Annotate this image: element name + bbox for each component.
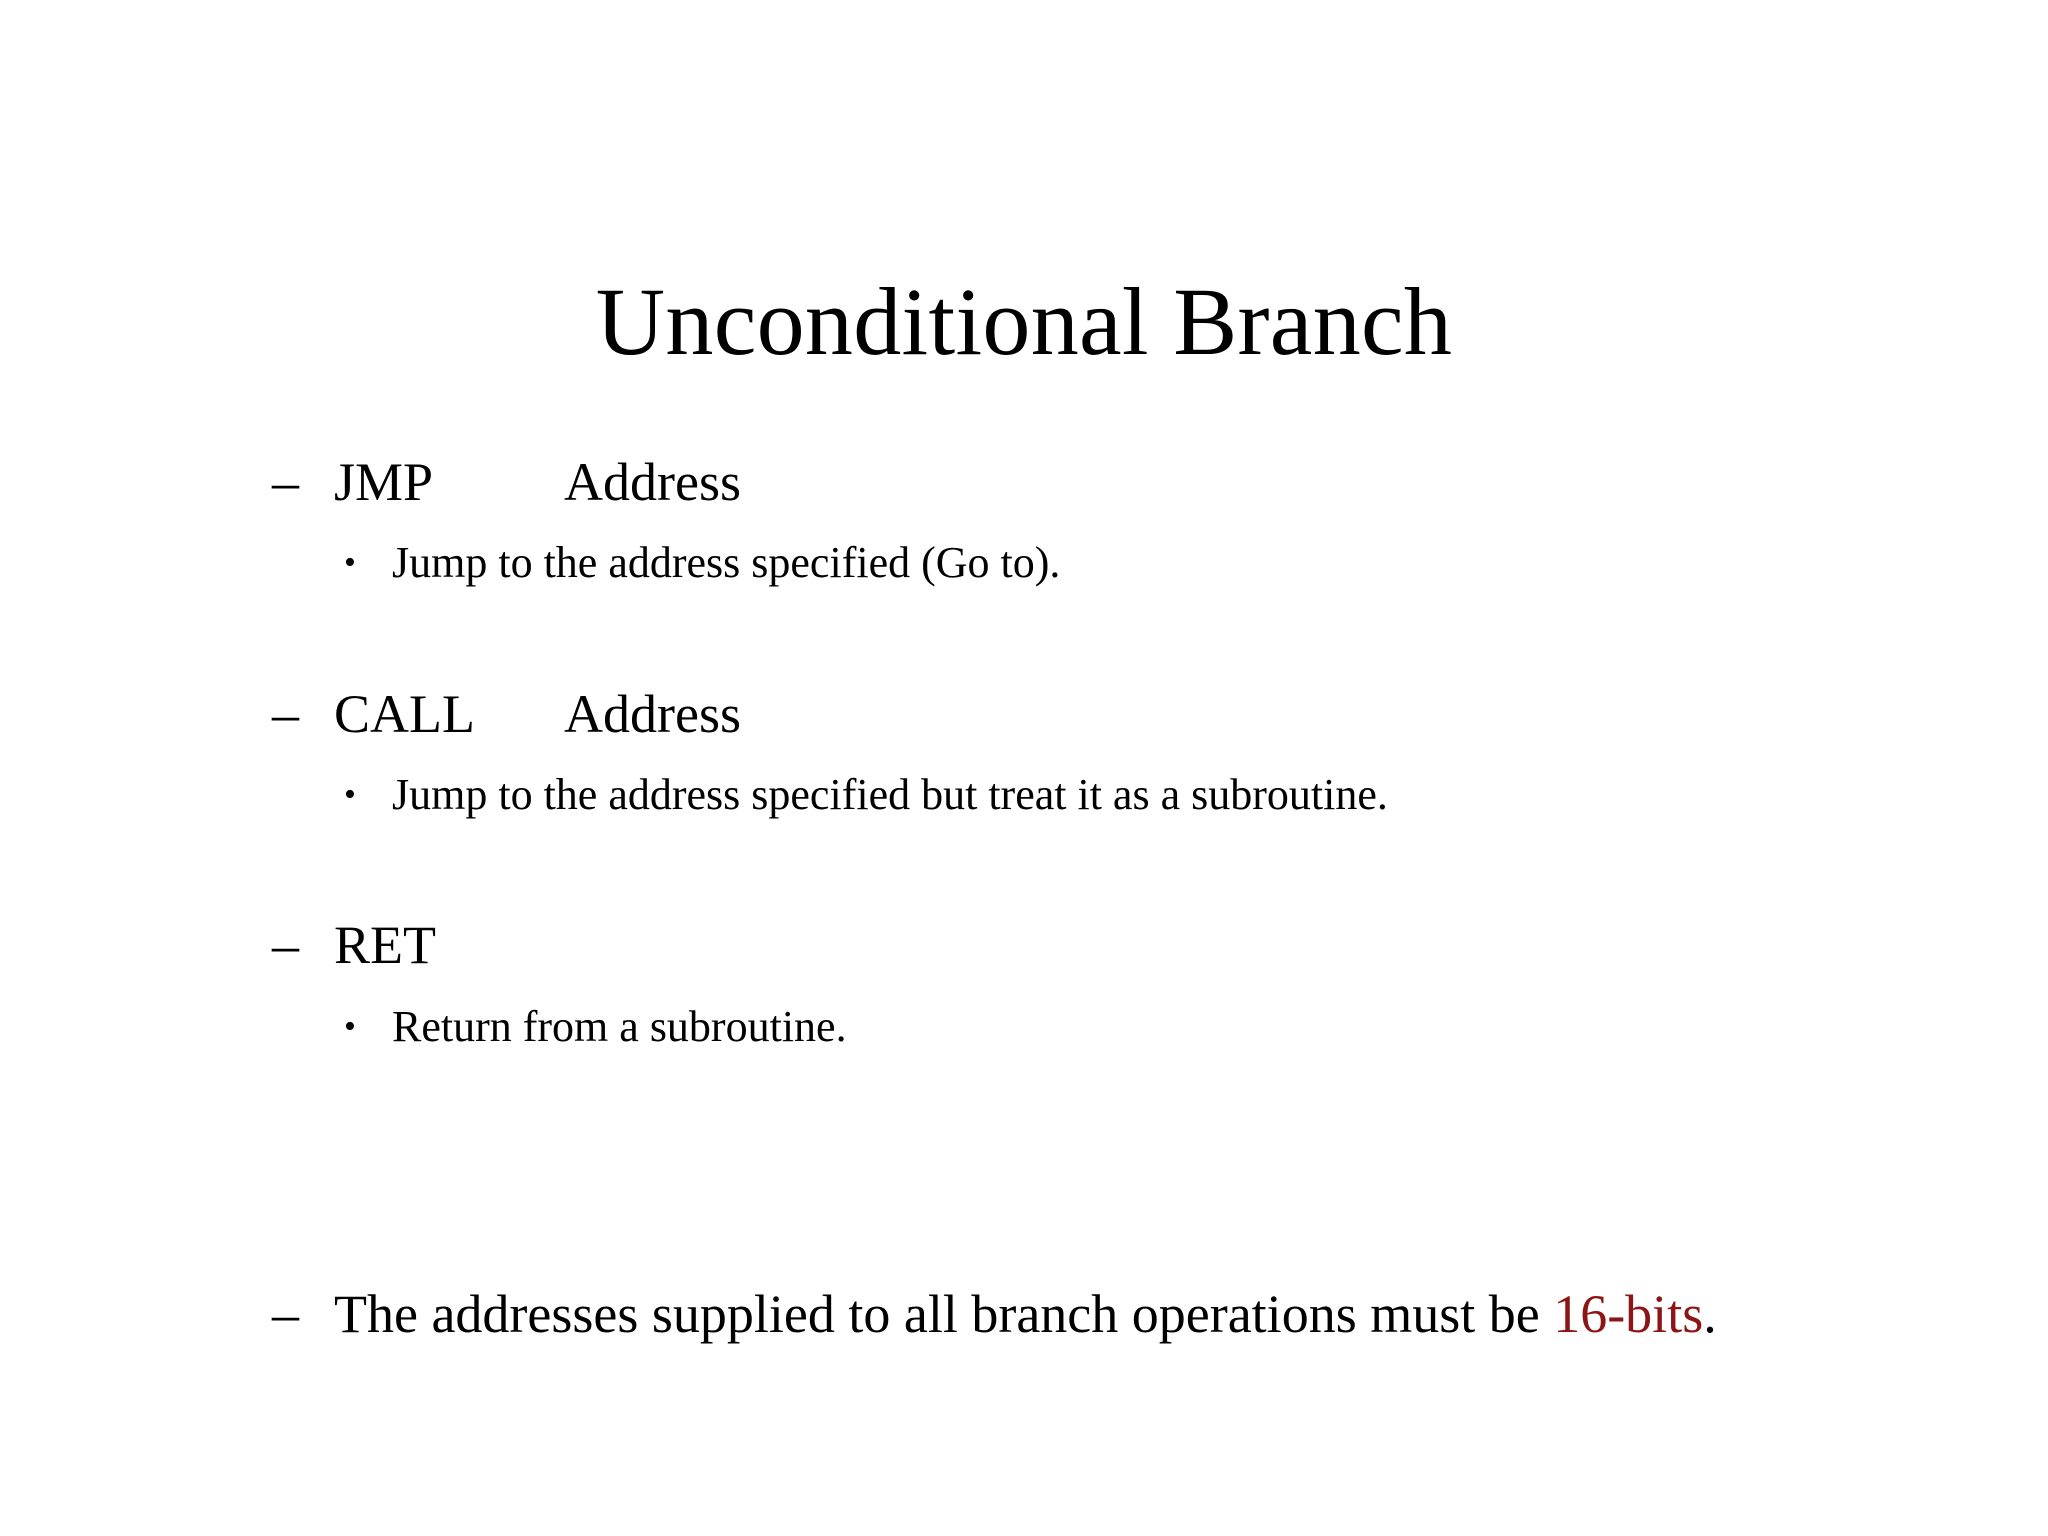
dash-bullet-icon: – [272,452,299,512]
instruction-group-jmp: – JMP Address • Jump to the address speci… [272,452,1972,588]
group-spacer [272,588,1972,684]
closing-highlight-16bits: 16-bits [1553,1284,1704,1345]
instruction-heading-text: CALL Address [334,684,741,744]
dash-bullet-icon: – [272,1284,299,1345]
instruction-detail-text: Jump to the address specified (Go to). [392,538,1061,588]
round-bullet-icon: • [344,544,356,582]
instruction-detail-call: • Jump to the address specified but trea… [344,770,1972,819]
closing-note-line: – The addresses supplied to all branch o… [272,1283,1972,1347]
instruction-operand: Address [564,452,741,512]
instruction-heading-text: RET [334,915,564,975]
instruction-heading-text: JMP Address [334,452,741,512]
instruction-detail-text: Return from a subroutine. [392,1001,847,1051]
page-title: Unconditional Branch [595,268,1453,376]
dash-bullet-icon: – [272,915,299,976]
instruction-operand: Address [564,683,741,744]
instruction-group-ret: – RET • Return from a subroutine. [272,915,1972,1051]
round-bullet-icon: • [344,776,356,814]
slide-body: – JMP Address • Jump to the address speci… [272,452,1972,1347]
round-bullet-icon: • [344,1007,356,1045]
instruction-keyword: CALL [334,683,475,744]
instruction-heading-jmp: – JMP Address [272,452,1972,512]
instruction-heading-call: – CALL Address [272,684,1972,744]
closing-trailing-period: . [1703,1284,1717,1345]
instruction-keyword: RET [334,915,436,976]
instruction-keyword: JMP [334,452,434,512]
instruction-detail-text: Jump to the address specified but treat … [392,770,1388,820]
closing-lead-text: The addresses supplied to all branch ope… [334,1284,1554,1345]
instruction-detail-ret: • Return from a subroutine. [344,1002,1972,1051]
instruction-detail-jmp: • Jump to the address specified (Go to). [344,538,1972,587]
closing-note-text: The addresses supplied to all branch ope… [334,1283,1814,1347]
group-spacer [272,819,1972,915]
closing-note: – The addresses supplied to all branch o… [272,1283,1972,1347]
instruction-heading-ret: – RET [272,915,1972,975]
dash-bullet-icon: – [272,683,299,744]
instruction-group-call: – CALL Address • Jump to the address spec… [272,684,1972,820]
